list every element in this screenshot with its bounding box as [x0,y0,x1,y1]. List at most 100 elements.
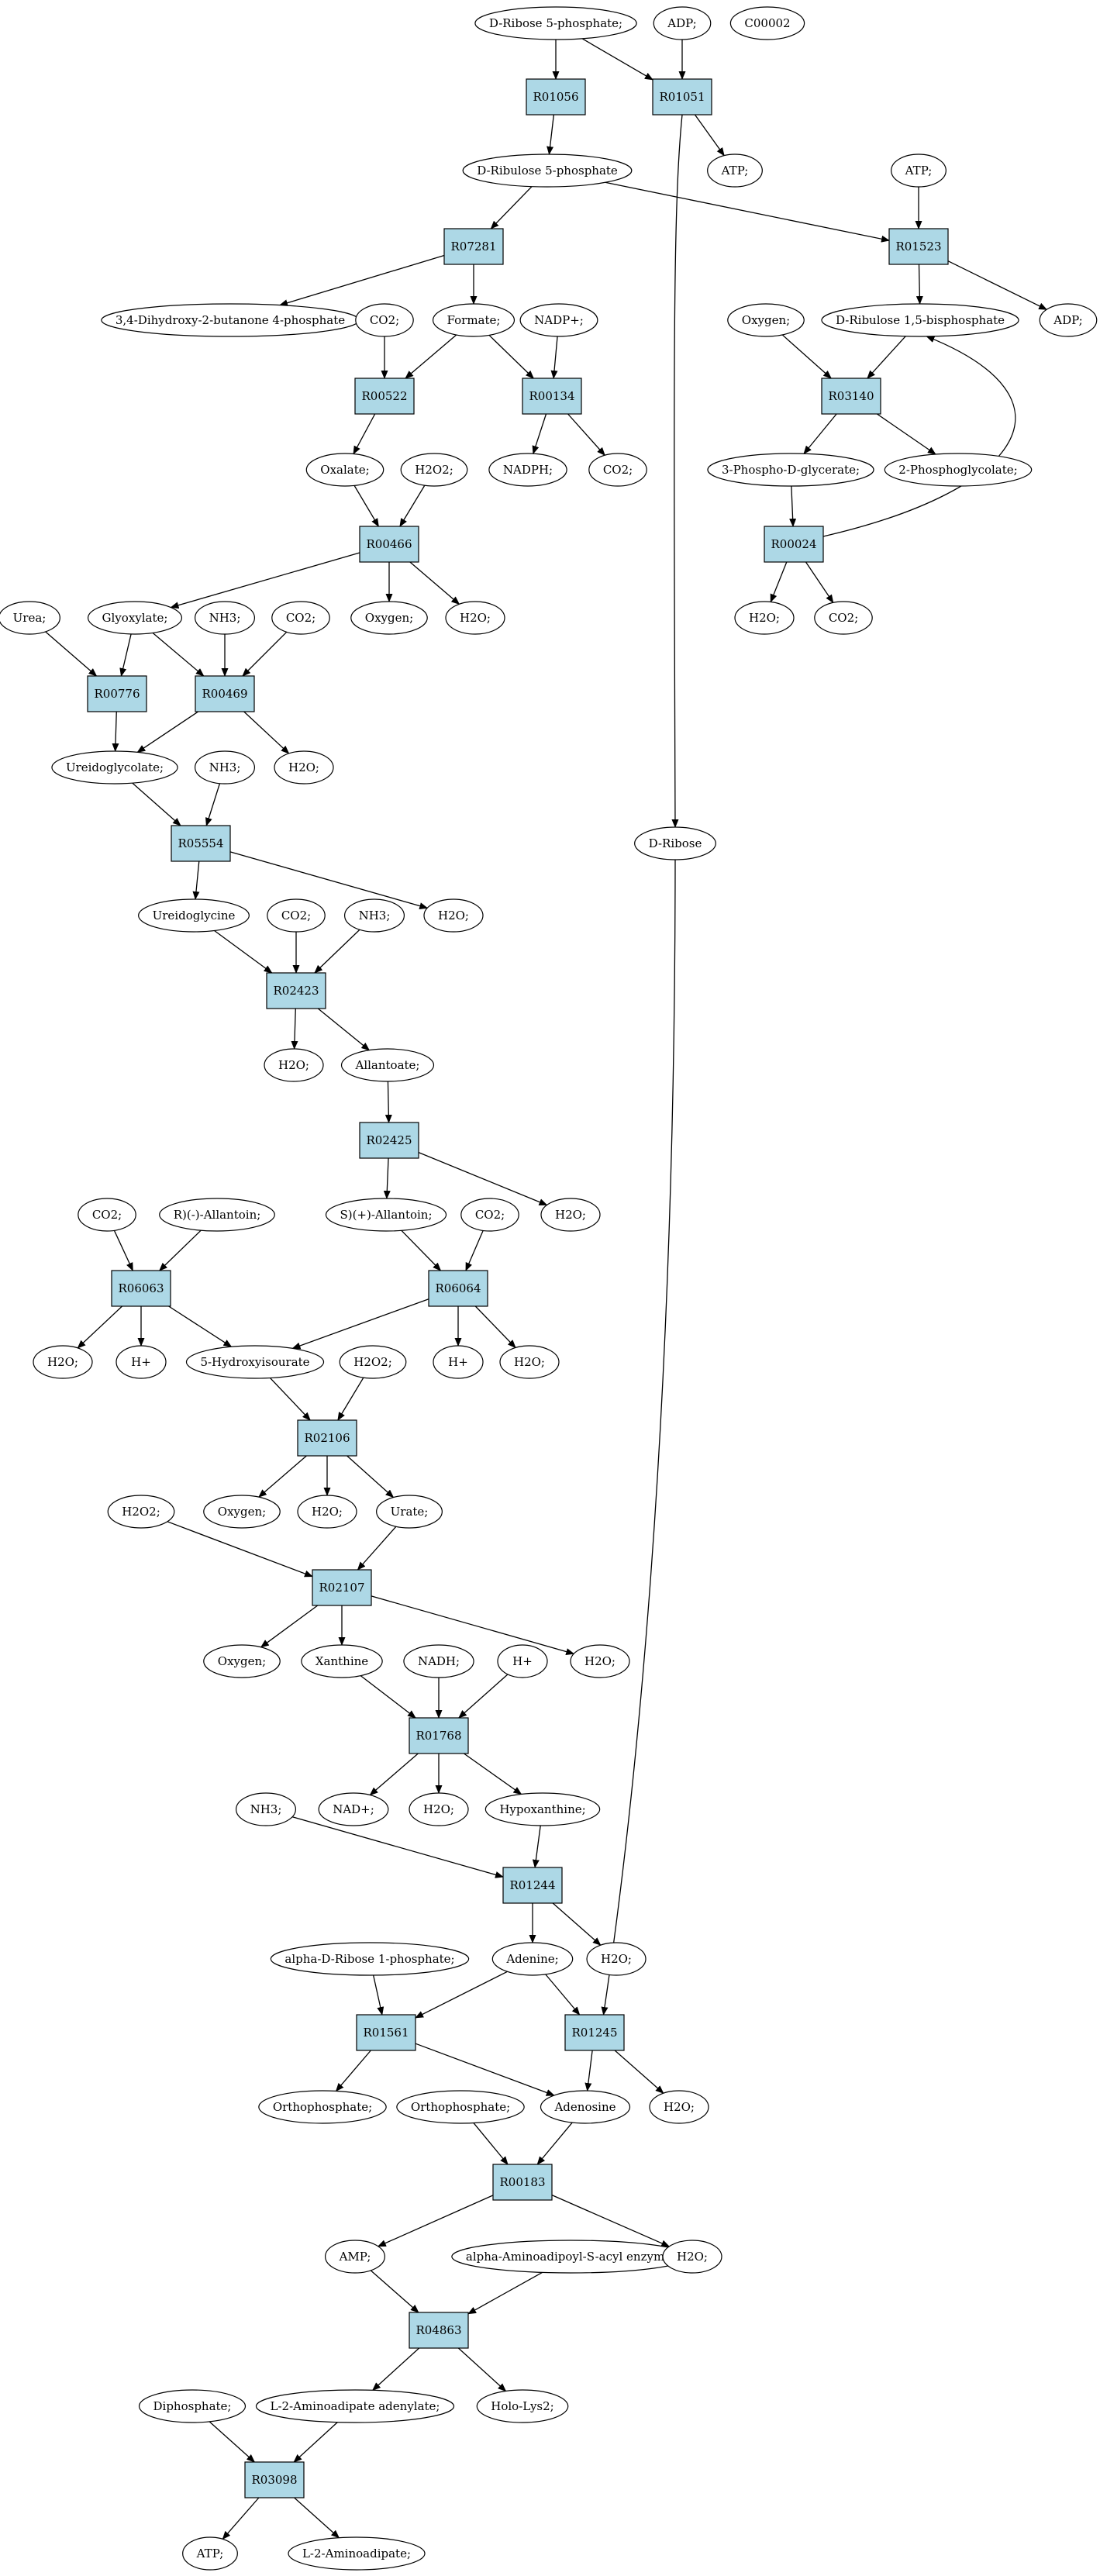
metabolite-node-hypox[interactable]: Hypoxanthine; [484,1792,601,1826]
metabolite-node-aaacyl[interactable]: alpha-Aminoadipoyl-S-acyl enzyme; [451,2240,690,2274]
metabolite-node-l2aa[interactable]: L-2-Aminoadipate adenylate; [255,2389,455,2423]
metabolite-node-h2oj[interactable]: H2O; [570,1644,630,1678]
metabolite-node-oxygen1[interactable]: Oxygen; [727,303,805,337]
metabolite-node-amp[interactable]: AMP; [324,2240,386,2274]
metabolite-node-c00002[interactable]: C00002 [729,6,805,40]
metabolite-node-oxygen4[interactable]: Oxygen; [203,1644,281,1678]
metabolite-node-glyox[interactable]: Glyoxylate; [87,601,183,635]
metabolite-node-oxalate[interactable]: Oxalate; [305,453,384,487]
metabolite-node-atp2[interactable]: ATP; [891,153,947,188]
metabolite-node-ortho2[interactable]: Orthophosphate; [396,2090,525,2124]
metabolite-node-co2e[interactable]: CO2; [267,898,326,933]
metabolite-node-pglyc[interactable]: 2-Phosphoglycolate; [884,453,1033,487]
metabolite-node-h2oh[interactable]: H2O; [499,1345,560,1379]
metabolite-node-urea[interactable]: Urea; [0,601,60,635]
reaction-node-R02425[interactable]: R02425 [359,1122,419,1159]
metabolite-node-pga[interactable]: 3-Phospho-D-glycerate; [707,453,874,487]
reaction-node-R03098[interactable]: R03098 [244,2461,305,2498]
metabolite-node-ureidoglycine[interactable]: Ureidoglycine [138,898,250,933]
reaction-node-R00469[interactable]: R00469 [195,675,255,712]
metabolite-node-dribose[interactable]: D-Ribose [634,826,716,860]
metabolite-node-formate[interactable]: Formate; [432,303,516,337]
metabolite-node-co2g[interactable]: CO2; [460,1198,519,1232]
metabolite-node-urate[interactable]: Urate; [376,1495,443,1529]
reaction-node-R02423[interactable]: R02423 [266,972,326,1009]
metabolite-node-rubp[interactable]: D-Ribulose 1,5-bisphosphate [821,303,1019,337]
metabolite-node-hplus2[interactable]: H+ [433,1345,484,1379]
metabolite-node-oxygen2[interactable]: Oxygen; [350,601,428,635]
metabolite-node-h2og[interactable]: H2O; [33,1345,93,1379]
metabolite-node-nh3a[interactable]: NH3; [194,601,256,635]
metabolite-node-h2oe[interactable]: H2O; [264,1048,324,1082]
metabolite-node-atp1[interactable]: ATP; [707,153,763,188]
metabolite-node-co2c[interactable]: CO2; [271,601,330,635]
metabolite-node-co2f[interactable]: CO2; [78,1198,136,1232]
metabolite-node-adp2[interactable]: ADP; [1039,303,1098,337]
metabolite-node-sallantoin[interactable]: S)(+)-Allantoin; [325,1198,447,1232]
metabolite-node-adenine[interactable]: Adenine; [491,1942,574,1976]
metabolite-node-nadp[interactable]: NADP+; [519,303,598,337]
metabolite-node-h2ob[interactable]: H2O; [445,601,505,635]
reaction-node-R00024[interactable]: R00024 [764,526,824,563]
reaction-node-R00466[interactable]: R00466 [359,526,419,563]
metabolite-node-hiu[interactable]: 5-Hydroxyisourate [185,1345,325,1379]
reaction-node-R00134[interactable]: R00134 [522,378,582,415]
metabolite-node-nadh[interactable]: NADH; [403,1644,474,1678]
metabolite-node-h2oa[interactable]: H2O; [734,601,795,635]
metabolite-node-xanthine[interactable]: Xanthine [301,1644,383,1678]
metabolite-node-h2o2c[interactable]: H2O2; [107,1495,175,1529]
metabolite-node-co2d[interactable]: CO2; [814,601,873,635]
reaction-node-R07281[interactable]: R07281 [443,228,504,265]
metabolite-node-nh3b[interactable]: NH3; [194,750,256,785]
metabolite-node-allantoate[interactable]: Allantoate; [340,1048,435,1082]
metabolite-node-nh3d[interactable]: NH3; [235,1792,297,1826]
metabolite-node-rallantoin[interactable]: R)(-)-Allantoin; [159,1198,275,1232]
metabolite-node-h2om[interactable]: H2O; [649,2090,709,2124]
metabolite-node-dhbp[interactable]: 3,4-Dihydroxy-2-butanone 4-phosphate [101,303,360,337]
reaction-node-R01056[interactable]: R01056 [526,78,586,116]
reaction-node-R01768[interactable]: R01768 [409,1717,469,1754]
reaction-node-R05554[interactable]: R05554 [171,825,231,862]
metabolite-node-nh3c[interactable]: NH3; [343,898,405,933]
reaction-node-R00776[interactable]: R00776 [87,675,147,712]
reaction-node-R01244[interactable]: R01244 [502,1867,563,1904]
metabolite-node-nadph[interactable]: NADPH; [488,453,567,487]
metabolite-node-h2o2b[interactable]: H2O2; [339,1345,407,1379]
reaction-node-R00183[interactable]: R00183 [492,2164,553,2201]
metabolite-node-co2a[interactable]: CO2; [355,303,414,337]
metabolite-node-ureidoglycolate[interactable]: Ureidoglycolate; [51,750,178,785]
metabolite-node-ru5p[interactable]: D-Ribulose 5-phosphate [462,153,633,188]
metabolite-node-h2od[interactable]: H2O; [423,898,484,933]
metabolite-node-h2on[interactable]: H2O; [662,2240,722,2274]
metabolite-node-h2of[interactable]: H2O; [540,1198,601,1232]
metabolite-node-ar1p[interactable]: alpha-D-Ribose 1-phosphate; [270,1942,470,1976]
metabolite-node-hplus1[interactable]: H+ [116,1345,167,1379]
reaction-node-R04863[interactable]: R04863 [409,2312,469,2349]
metabolite-node-co2b[interactable]: CO2; [588,453,647,487]
metabolite-node-ortho1[interactable]: Orthophosphate; [258,2090,387,2124]
metabolite-node-holo[interactable]: Holo-Lys2; [476,2389,569,2423]
reaction-node-R06064[interactable]: R06064 [428,1270,488,1307]
reaction-node-R01523[interactable]: R01523 [888,228,949,265]
reaction-node-R00522[interactable]: R00522 [354,378,415,415]
metabolite-node-atp3[interactable]: ATP; [182,2536,238,2571]
reaction-node-R01051[interactable]: R01051 [652,78,712,116]
metabolite-node-h2ol[interactable]: H2O; [586,1942,647,1976]
reaction-node-R01561[interactable]: R01561 [356,2014,416,2051]
metabolite-node-adp1[interactable]: ADP; [653,6,712,40]
reaction-node-R02106[interactable]: R02106 [297,1419,357,1457]
metabolite-node-oxygen3[interactable]: Oxygen; [203,1495,281,1529]
reaction-node-R06063[interactable]: R06063 [111,1270,171,1307]
metabolite-node-r5p[interactable]: D-Ribose 5-phosphate; [474,6,637,40]
metabolite-node-adenosine[interactable]: Adenosine [540,2090,631,2124]
reaction-node-R01245[interactable]: R01245 [564,2014,625,2051]
metabolite-node-nadplus[interactable]: NAD+; [318,1792,389,1826]
reaction-node-R03140[interactable]: R03140 [821,378,881,415]
metabolite-node-h2o2a[interactable]: H2O2; [400,453,468,487]
reaction-node-R02107[interactable]: R02107 [312,1569,372,1606]
metabolite-node-h2oi[interactable]: H2O; [297,1495,357,1529]
metabolite-node-hplus3[interactable]: H+ [497,1644,548,1678]
metabolite-node-diphos[interactable]: Diphosphate; [138,2389,247,2423]
metabolite-node-h2ok[interactable]: H2O; [409,1792,469,1826]
metabolite-node-h2oc[interactable]: H2O; [274,750,334,785]
